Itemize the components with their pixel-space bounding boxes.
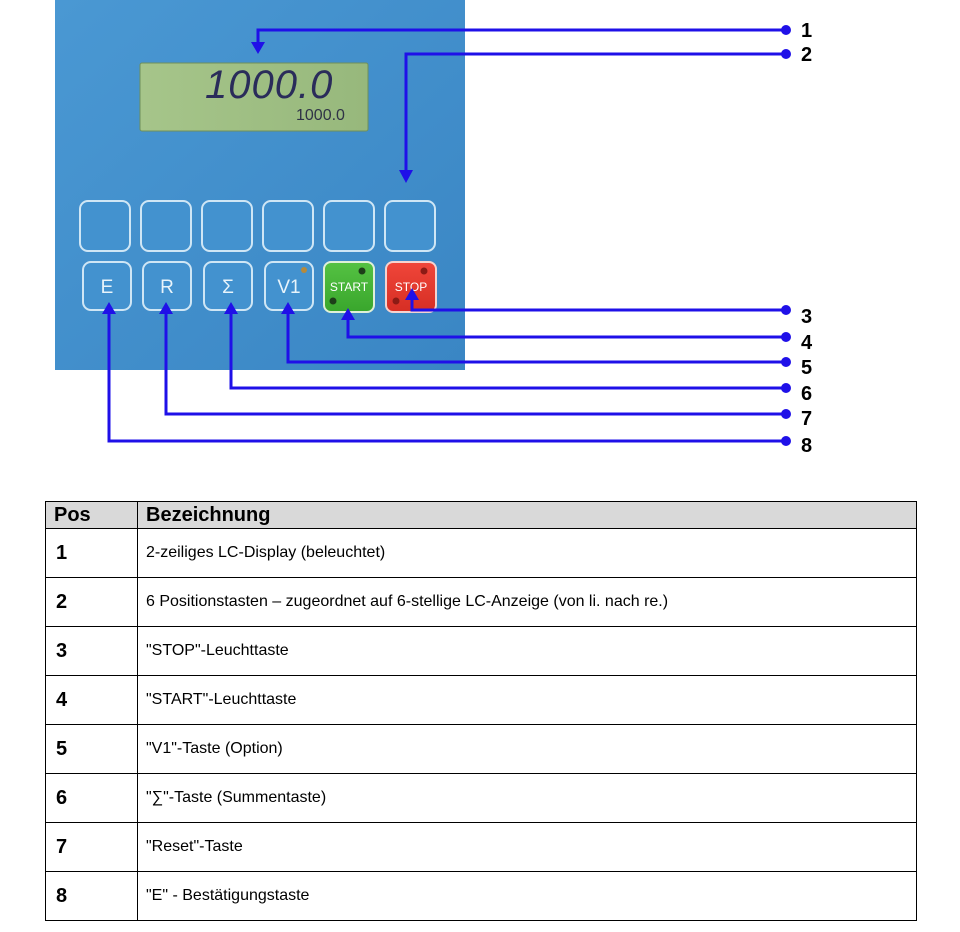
- callout-line-8: [107, 312, 784, 443]
- r-key-label: R: [160, 277, 174, 298]
- row-description: "START"-Leuchttaste: [137, 675, 917, 725]
- lcd-main-value: 1000.0: [205, 63, 333, 107]
- row-pos: 2: [45, 577, 138, 627]
- callout-arrow-1: [251, 42, 265, 54]
- row-pos: 1: [45, 528, 138, 578]
- row-description: "Reset"-Taste: [137, 822, 917, 872]
- row-pos: 6: [45, 773, 138, 823]
- lcd-sub-value: 1000.0: [296, 107, 345, 124]
- row-description: 2-zeiliges LC-Display (beleuchtet): [137, 528, 917, 578]
- row-pos: 5: [45, 724, 138, 774]
- row-description: "∑"-Taste (Summentaste): [137, 773, 917, 823]
- callout-lines: [102, 28, 784, 443]
- callout-arrow-6: [224, 302, 238, 314]
- callout-line-1: [256, 28, 784, 44]
- table-header-row: Pos Bezeichnung: [45, 501, 917, 529]
- callout-dot-2: [781, 49, 791, 59]
- lcd-display: [139, 62, 369, 132]
- header-description: Bezeichnung: [137, 501, 917, 529]
- callout-number-5: 5: [801, 357, 812, 379]
- callout-arrow-5: [281, 302, 295, 314]
- sigma-key-label: Σ: [222, 277, 234, 298]
- table-row: 7 "Reset"-Taste: [45, 822, 917, 872]
- callout-number-8: 8: [801, 435, 812, 457]
- position-key-6[interactable]: [384, 200, 436, 252]
- callout-line-3: [410, 298, 784, 312]
- stop-key-label: STOP: [395, 280, 427, 294]
- row-description: "STOP"-Leuchttaste: [137, 626, 917, 676]
- table-row: 3 "STOP"-Leuchttaste: [45, 626, 917, 676]
- callout-dot-4: [781, 332, 791, 342]
- callout-arrow-3: [405, 288, 419, 300]
- callout-number-1: 1: [801, 20, 812, 42]
- position-key-1[interactable]: [79, 200, 131, 252]
- row-pos: 4: [45, 675, 138, 725]
- stop-led-bottom: [392, 297, 400, 305]
- v1-key-label: V1: [277, 277, 300, 298]
- callout-dots: [781, 25, 791, 446]
- position-key-3[interactable]: [201, 200, 253, 252]
- callout-number-7: 7: [801, 408, 812, 430]
- table-row: 6 "∑"-Taste (Summentaste): [45, 773, 917, 823]
- position-key-4[interactable]: [262, 200, 314, 252]
- stop-led-top: [420, 267, 428, 275]
- start-key-label: START: [330, 280, 369, 294]
- callout-line-7: [164, 312, 784, 416]
- callout-dot-5: [781, 357, 791, 367]
- row-description: "V1"-Taste (Option): [137, 724, 917, 774]
- table-row: 8 "E" - Bestätigungstaste: [45, 871, 917, 921]
- position-key-2[interactable]: [140, 200, 192, 252]
- table-row: 4 "START"-Leuchttaste: [45, 675, 917, 725]
- callout-line-2: [404, 52, 784, 172]
- callout-number-6: 6: [801, 383, 812, 405]
- header-pos: Pos: [45, 501, 138, 529]
- callout-line-5: [286, 312, 784, 364]
- table-row: 5 "V1"-Taste (Option): [45, 724, 917, 774]
- position-keys: [79, 200, 436, 252]
- callout-number-3: 3: [801, 306, 812, 328]
- function-keys: E R Σ V1 START STOP: [82, 261, 437, 313]
- position-key-5[interactable]: [323, 200, 375, 252]
- row-pos: 7: [45, 822, 138, 872]
- callout-numbers: 1 2 3 4 5 6 7 8: [801, 20, 813, 457]
- callout-line-4: [346, 318, 784, 339]
- callout-number-4: 4: [801, 332, 813, 354]
- row-pos: 8: [45, 871, 138, 921]
- callout-arrow-4: [341, 308, 355, 320]
- table-row: 1 2-zeiliges LC-Display (beleuchtet): [45, 528, 917, 578]
- callout-line-6: [229, 312, 784, 390]
- panel-background: [55, 0, 465, 370]
- control-panel-figure: 1000.0 1000.0 E R Σ V1 START: [55, 0, 813, 457]
- e-key-label: E: [101, 277, 114, 298]
- callout-dot-7: [781, 409, 791, 419]
- row-pos: 3: [45, 626, 138, 676]
- callout-number-2: 2: [801, 44, 812, 66]
- callout-arrow-8: [102, 302, 116, 314]
- start-led-bottom: [329, 297, 337, 305]
- callout-dot-6: [781, 383, 791, 393]
- legend-table: Pos Bezeichnung 1 2-zeiliges LC-Display …: [45, 501, 917, 921]
- callout-arrow-2: [399, 170, 413, 183]
- callout-dot-8: [781, 436, 791, 446]
- control-panel-diagram: 1000.0 1000.0 E R Σ V1 START: [55, 0, 813, 457]
- start-led-top: [358, 267, 366, 275]
- v1-led: [301, 267, 307, 273]
- row-description: "E" - Bestätigungstaste: [137, 871, 917, 921]
- callout-arrow-7: [159, 302, 173, 314]
- callout-dot-1: [781, 25, 791, 35]
- row-description: 6 Positionstasten – zugeordnet auf 6-ste…: [137, 577, 917, 627]
- table-row: 2 6 Positionstasten – zugeordnet auf 6-s…: [45, 577, 917, 627]
- callout-dot-3: [781, 305, 791, 315]
